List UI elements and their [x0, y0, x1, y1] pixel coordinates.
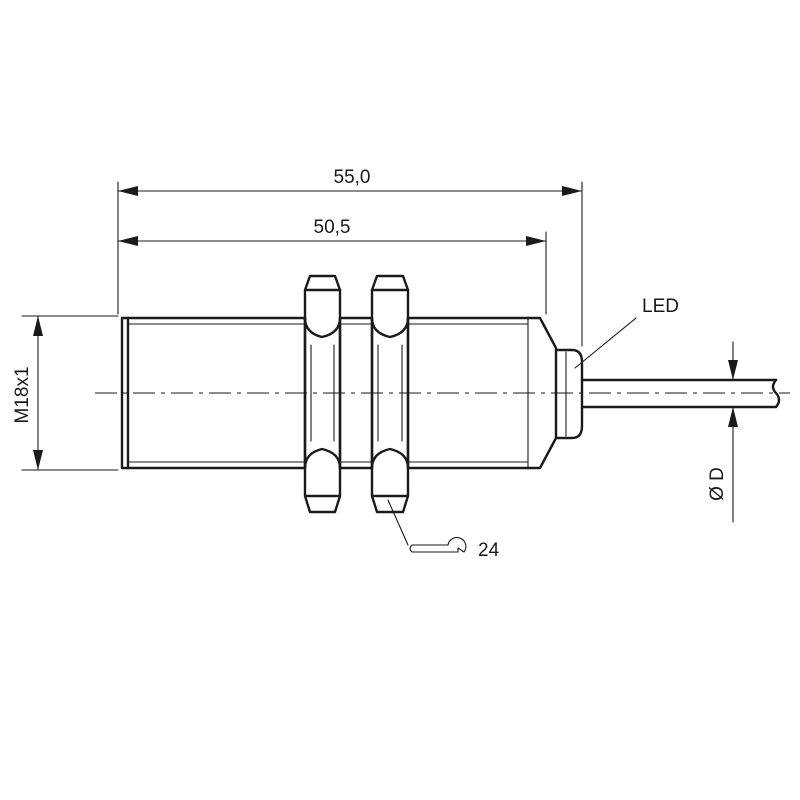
wrench-size-label: 24	[478, 540, 500, 561]
cable	[580, 378, 781, 409]
wrench-callout: 24	[387, 499, 500, 561]
hex-nut-2	[370, 274, 410, 514]
dimension-thread: M18x1	[12, 315, 43, 471]
dimension-cable-diameter-label: Ø D	[707, 467, 728, 501]
extension-lines	[21, 181, 583, 471]
dimension-overall-length: 55,0	[117, 167, 583, 196]
sensor-body	[120, 316, 558, 470]
dimension-thread-length-label: 50,5	[314, 217, 351, 238]
dimension-thread-label: M18x1	[12, 366, 33, 423]
led-label: LED	[642, 296, 679, 317]
dimension-cable-diameter: Ø D	[707, 341, 738, 523]
led-cap	[554, 348, 584, 440]
dimension-overall-length-label: 55,0	[334, 167, 371, 188]
led-callout: LED	[574, 296, 679, 369]
hex-nut-1	[303, 274, 342, 514]
open-end-wrench-icon	[409, 537, 467, 553]
dimension-thread-length: 50,5	[117, 217, 547, 246]
